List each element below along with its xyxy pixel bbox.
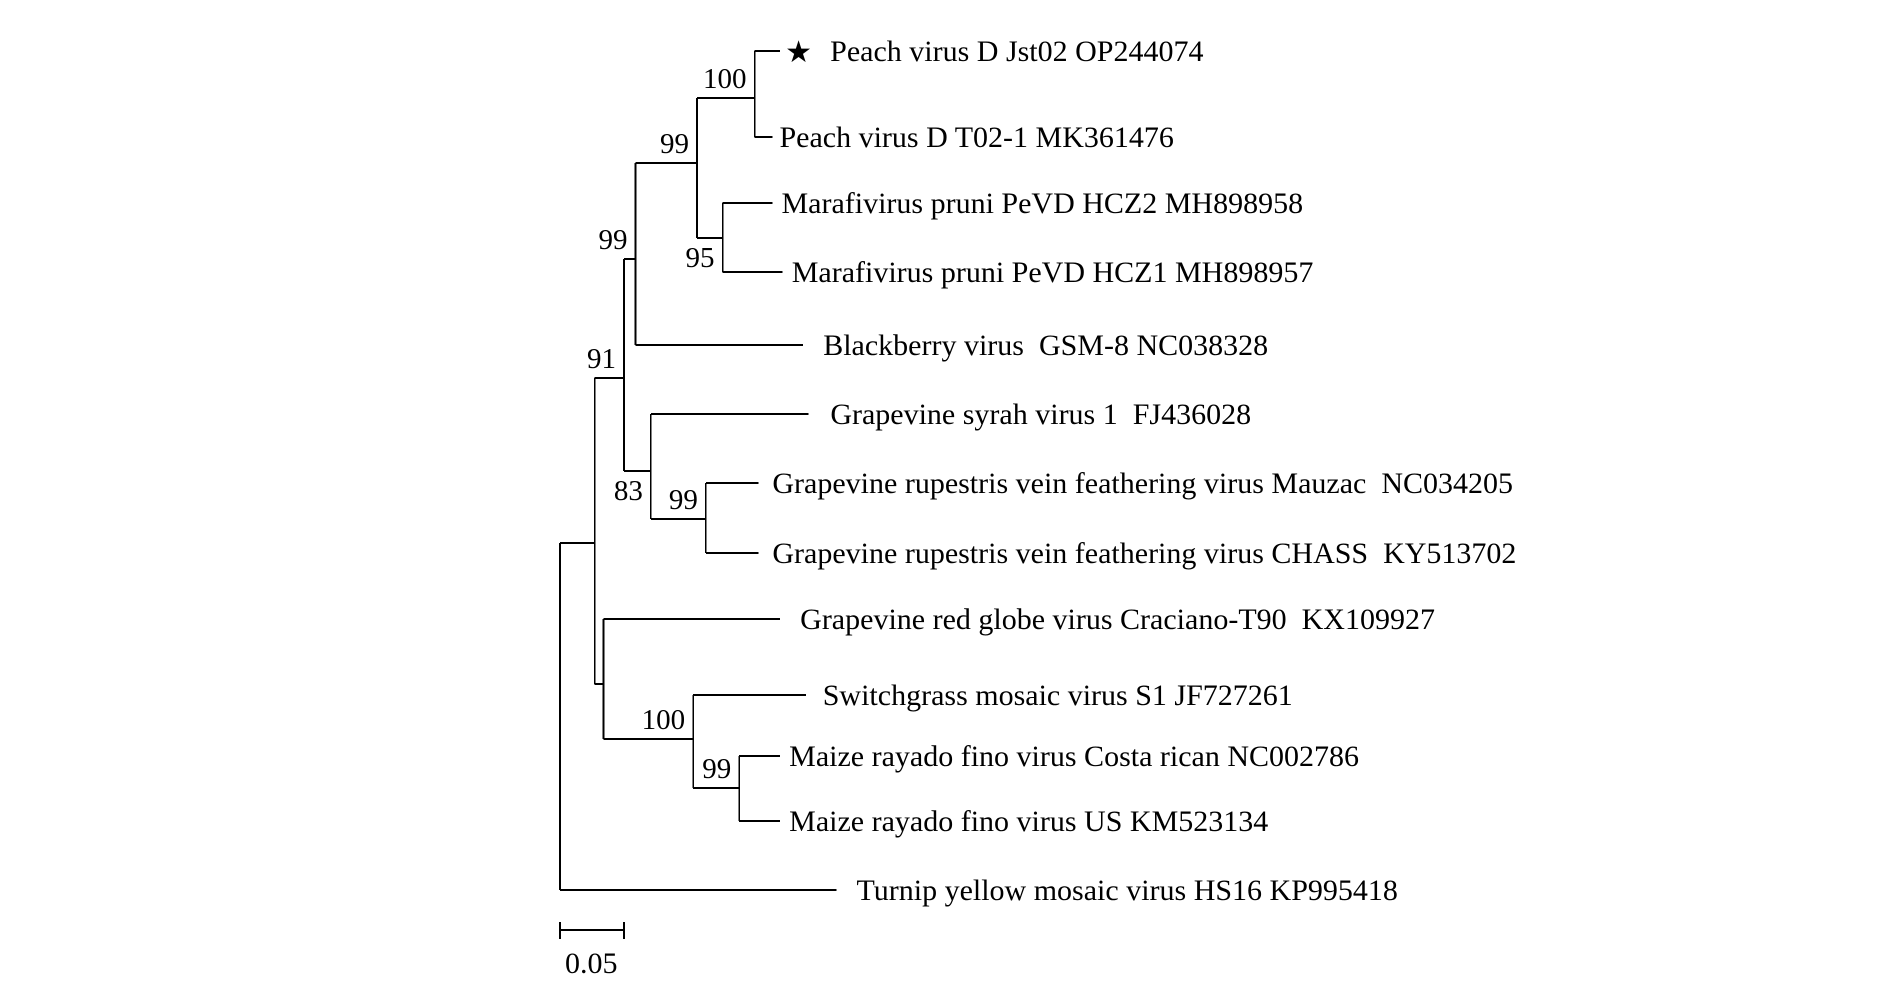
taxon-label: Grapevine rupestris vein feathering viru… — [772, 467, 1513, 500]
taxon-label: Blackberry virus GSM-8 NC038328 — [823, 329, 1268, 362]
taxon-label: Maize rayado fino virus US KM523134 — [789, 805, 1268, 838]
bootstrap-value: 91 — [587, 343, 616, 375]
taxon-label: Maize rayado fino virus Costa rican NC00… — [789, 740, 1359, 773]
scale-bar: 0.05 — [559, 922, 625, 980]
taxon-label: Marafivirus pruni PeVD HCZ1 MH898957 — [792, 256, 1314, 289]
bootstrap-value: 95 — [686, 242, 715, 274]
scale-bar-label: 0.05 — [565, 947, 618, 980]
taxon-label: Turnip yellow mosaic virus HS16 KP995418 — [856, 874, 1397, 907]
star-icon: ★ — [785, 36, 812, 69]
bootstrap-value: 83 — [614, 475, 643, 507]
taxon-label: Peach virus D T02-1 MK361476 — [779, 121, 1173, 154]
bootstrap-value: 99 — [702, 753, 731, 785]
bootstrap-value: 99 — [599, 224, 628, 256]
bootstrap-value: 99 — [660, 128, 689, 160]
taxon-label: Peach virus D Jst02 OP244074 — [830, 35, 1203, 68]
taxon-label: Grapevine syrah virus 1 FJ436028 — [830, 398, 1251, 431]
bootstrap-value: 100 — [642, 704, 686, 736]
taxon-label: Grapevine red globe virus Craciano-T90 K… — [800, 603, 1435, 636]
bootstrap-value: 99 — [669, 484, 698, 516]
bootstrap-value: 100 — [703, 63, 747, 95]
taxon-label: Marafivirus pruni PeVD HCZ2 MH898958 — [781, 187, 1303, 220]
bootstrap-labels: 91 99 99 100 95 83 99 100 99 — [587, 63, 747, 785]
branches — [559, 50, 837, 891]
taxon-label: Switchgrass mosaic virus S1 JF727261 — [823, 679, 1293, 712]
taxon-label: Grapevine rupestris vein feathering viru… — [772, 537, 1516, 570]
